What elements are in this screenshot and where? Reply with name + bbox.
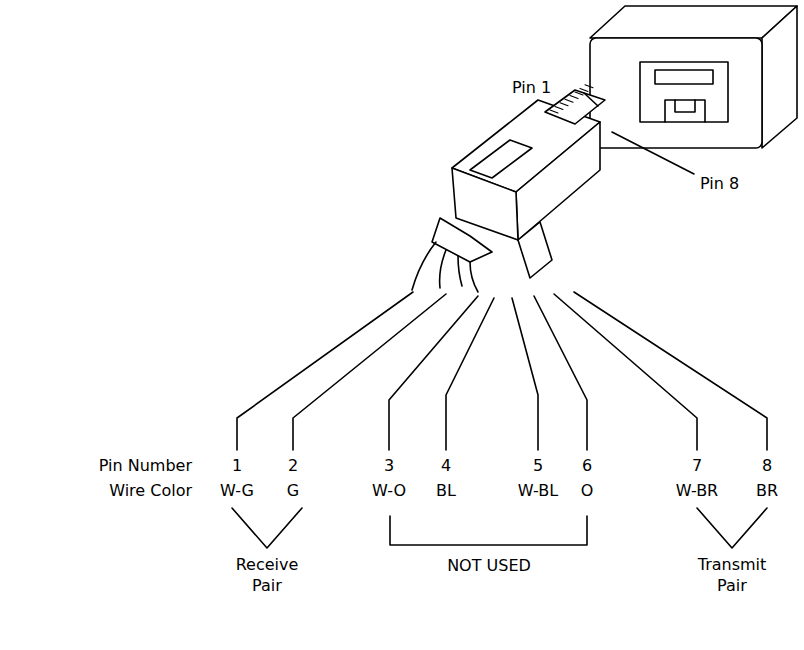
pin-number: 6	[582, 456, 592, 477]
contact-stroke	[585, 85, 593, 88]
pair-label: Transmit Pair	[698, 555, 767, 597]
wire-color: W-BL	[518, 481, 558, 502]
contact-stroke	[550, 110, 558, 113]
plug	[432, 85, 605, 278]
unused-bracket	[390, 516, 587, 545]
pin-label: Pin 8	[700, 174, 739, 195]
wire-color: BL	[436, 481, 456, 502]
contact-stroke	[555, 106, 563, 109]
jack	[590, 6, 797, 148]
wire-color: BR	[756, 481, 778, 502]
wire-color: G	[287, 481, 299, 502]
pin-label: Pin 1	[512, 78, 551, 99]
contact-stroke	[580, 88, 588, 91]
contact-stroke	[560, 103, 568, 106]
pin-number: 8	[762, 456, 772, 477]
pin-number: 3	[384, 456, 394, 477]
contact-stroke	[575, 92, 583, 95]
pin-number: 1	[232, 456, 242, 477]
contact-stroke	[570, 96, 578, 99]
pin-number: 4	[441, 456, 451, 477]
wire-color: W-G	[220, 481, 254, 502]
contact-stroke	[565, 99, 573, 102]
row-heading: Pin Number	[99, 456, 192, 477]
row-heading: Wire Color	[109, 481, 192, 502]
pin-number: 5	[533, 456, 543, 477]
pin-number: 7	[692, 456, 702, 477]
wire-color: W-BR	[676, 481, 718, 502]
wires	[237, 292, 767, 450]
leader-line	[612, 132, 694, 174]
wire-color: O	[581, 481, 594, 502]
pin-number: 2	[288, 456, 298, 477]
pair-label: Receive Pair	[236, 555, 299, 597]
leader-line	[584, 93, 598, 106]
group-label: NOT USED	[447, 556, 531, 577]
pair-bracket	[697, 508, 767, 548]
wire-color: W-O	[372, 481, 406, 502]
pair-bracket	[232, 508, 302, 548]
cable	[412, 242, 478, 292]
